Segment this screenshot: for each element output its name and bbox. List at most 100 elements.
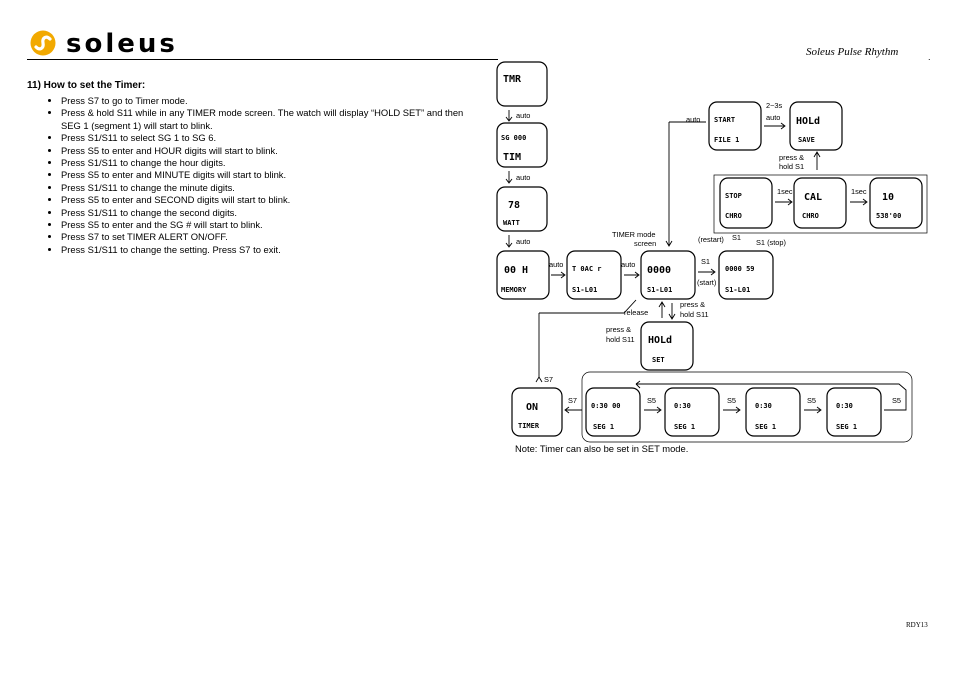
list-item: Press S1/S11 to change the minute digits… xyxy=(61,182,481,194)
arrow-right-icon xyxy=(723,406,741,414)
arrow-label-auto: auto xyxy=(516,173,530,182)
timer-flow-diagram: TMR auto SG 000 TIM auto 78 WATT auto 00… xyxy=(496,61,928,443)
svg-text:0:30: 0:30 xyxy=(755,402,772,410)
s5-label: S5 xyxy=(892,396,901,405)
press-hold-s11-label: hold S11 xyxy=(680,310,709,319)
svg-text:SEG 1: SEG 1 xyxy=(674,423,695,431)
svg-text:S1-L01: S1-L01 xyxy=(647,286,672,294)
arrow-left-icon xyxy=(564,406,582,414)
connector-line xyxy=(636,383,907,400)
press-hold-s1-label: press & xyxy=(779,153,804,162)
svg-text:SG 000: SG 000 xyxy=(501,134,526,142)
start-label: (start) xyxy=(697,278,716,287)
lcd-screen-hold-set: HOLd SET xyxy=(640,321,694,371)
arrow-label-auto: auto xyxy=(686,115,700,124)
svg-text:0000: 0000 xyxy=(647,265,671,276)
lcd-screen-timer-alert: ON TIMER xyxy=(511,387,563,437)
brand-name: soleus xyxy=(66,29,178,59)
svg-text:CHRO: CHRO xyxy=(725,212,742,220)
arrow-label-auto: auto xyxy=(516,237,530,246)
timer-mode-label: TIMER mode xyxy=(612,230,656,239)
list-item: Press S1/S11 to change the hour digits. xyxy=(61,157,481,169)
lcd-screen-seg1-hour: 0:30 SEG 1 xyxy=(664,387,720,437)
instruction-list: Press S7 to go to Timer mode. Press & ho… xyxy=(47,95,481,256)
svg-text:CAL: CAL xyxy=(804,192,822,203)
one-second-label: 1sec xyxy=(777,187,793,196)
svg-text:TIMER: TIMER xyxy=(518,422,540,430)
press-hold-s11-label: press & xyxy=(606,325,631,334)
s1-stop-label: S1 (stop) xyxy=(756,238,786,247)
svg-text:00 H: 00 H xyxy=(504,265,528,276)
arrow-label-auto: auto xyxy=(621,260,635,269)
press-hold-s1-label: hold S1 xyxy=(779,162,804,171)
header-dot: . xyxy=(928,52,931,62)
svg-text:HOLd: HOLd xyxy=(648,335,672,346)
svg-text:ON: ON xyxy=(526,402,538,413)
list-item: Press S1/S11 to change the second digits… xyxy=(61,207,481,219)
svg-text:TMR: TMR xyxy=(503,74,522,85)
list-item: Press S5 to enter and SECOND digits will… xyxy=(61,194,481,206)
set-group-frame xyxy=(581,371,913,443)
section-heading: 11) How to set the Timer: xyxy=(27,80,146,91)
lcd-screen-timer-running: 0000 59 S1-L01 xyxy=(718,250,774,300)
lcd-screen-start-file: START FILE 1 xyxy=(708,101,762,151)
svg-text:SEG 1: SEG 1 xyxy=(836,423,857,431)
s5-label: S5 xyxy=(647,396,656,405)
arrow-right-icon xyxy=(804,406,822,414)
svg-text:SAVE: SAVE xyxy=(798,136,815,144)
delay-label: 2~3s xyxy=(766,101,783,110)
lcd-screen-hold-save: HOLd SAVE xyxy=(789,101,843,151)
chrono-group-frame xyxy=(713,174,928,234)
arrow-up-icon xyxy=(813,151,821,170)
arrow-right-icon xyxy=(644,406,662,414)
diagram-note: Note: Timer can also be set in SET mode. xyxy=(515,443,689,454)
arrow-label-auto: auto xyxy=(549,260,563,269)
lcd-screen-timer-mode: 0000 S1-L01 xyxy=(640,250,696,300)
lcd-screen-segment: SG 000 TIM xyxy=(496,122,548,168)
soleus-logo-icon xyxy=(30,30,56,56)
svg-text:538'00: 538'00 xyxy=(876,212,901,220)
svg-text:CHRO: CHRO xyxy=(802,212,819,220)
arrow-down-icon xyxy=(505,110,513,122)
press-hold-s11-label: hold S11 xyxy=(606,335,635,344)
arrow-label-auto: auto xyxy=(516,111,530,120)
connector-line xyxy=(884,400,907,411)
lcd-screen-seg1-timer: 0:30 00 SEG 1 xyxy=(585,387,641,437)
restart-label: (restart) xyxy=(698,235,724,244)
lcd-screen-seg1-second: 0:30 SEG 1 xyxy=(826,387,882,437)
arrow-down-icon xyxy=(665,122,673,247)
connector-line xyxy=(539,299,637,314)
page-code: RDY13 xyxy=(906,621,928,629)
arrow-right-icon xyxy=(624,271,640,279)
arrow-up-icon xyxy=(535,313,543,383)
lcd-screen-memory: 00 H MEMORY xyxy=(496,250,550,300)
lcd-screen-seg1-minute: 0:30 SEG 1 xyxy=(745,387,801,437)
list-item: Press S5 to enter and the SG # will star… xyxy=(61,219,481,231)
svg-text:SEG 1: SEG 1 xyxy=(593,423,614,431)
s1-label: S1 xyxy=(732,233,741,242)
list-item: Press S5 to enter and HOUR digits will s… xyxy=(61,145,481,157)
svg-text:T 0AC r: T 0AC r xyxy=(572,265,602,273)
svg-text:10: 10 xyxy=(882,192,894,203)
s5-label: S5 xyxy=(807,396,816,405)
timer-mode-label: screen xyxy=(634,239,656,248)
arrow-right-icon xyxy=(775,198,793,206)
svg-text:SEG 1: SEG 1 xyxy=(755,423,776,431)
lcd-screen-stop-chro: STOP CHRO xyxy=(719,177,773,229)
list-item: Press S1/S11 to select SG 1 to SG 6. xyxy=(61,132,481,144)
s5-label: S5 xyxy=(727,396,736,405)
soleus-logo: soleus xyxy=(30,30,190,60)
lcd-screen-chrono-result: 10 538'00 xyxy=(869,177,923,229)
list-item: Press S1/S11 to change the setting. Pres… xyxy=(61,244,481,256)
s7-label: S7 xyxy=(568,396,577,405)
arrow-right-icon xyxy=(551,271,566,279)
lcd-screen-timer-title: TMR xyxy=(496,61,548,107)
arrow-right-icon xyxy=(698,268,716,276)
arrow-down-icon xyxy=(668,303,676,320)
svg-text:SET: SET xyxy=(652,356,665,364)
svg-text:HOLd: HOLd xyxy=(796,116,820,127)
list-item: Press S5 to enter and MINUTE digits will… xyxy=(61,169,481,181)
s7-label: S7 xyxy=(544,375,553,384)
svg-text:0:30: 0:30 xyxy=(674,402,691,410)
list-item: Press & hold S11 while in any TIMER mode… xyxy=(61,107,481,132)
